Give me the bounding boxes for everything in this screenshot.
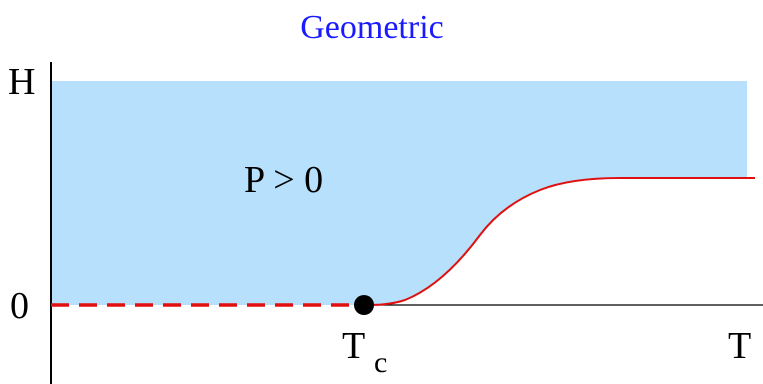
critical-label-subscript: c — [374, 346, 387, 379]
x-axis-label: T — [728, 325, 751, 367]
positive-pressure-region — [51, 81, 747, 305]
region-label: P > 0 — [244, 159, 323, 201]
y-axis-top-label: H — [8, 61, 35, 103]
critical-temperature-label: T c — [342, 325, 387, 379]
y-axis-zero-label: 0 — [10, 285, 29, 327]
critical-point-marker — [354, 295, 374, 315]
boundary-curve — [363, 177, 755, 306]
diagram-title: Geometric — [300, 9, 444, 46]
critical-label-main: T — [342, 325, 365, 367]
